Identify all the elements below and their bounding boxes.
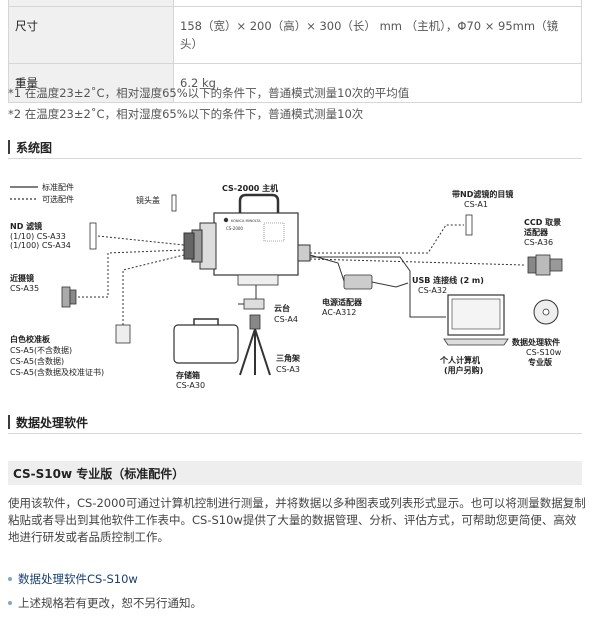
eyepiece-label: 带ND滤镜的目镜 [452,189,513,199]
legend-optional: 可选配件 [42,194,74,204]
spec-value: 158（宽）× 200（高）× 300（长） mm （主机），Φ70 × 95m… [173,5,582,64]
tripod-model: CS-A3 [276,365,300,374]
nd-filter-label: ND 滤镜 [10,221,42,231]
pan-head-icon [238,298,265,310]
nd-filter-icon [89,222,97,250]
main-unit-label: CS-2000 主机 [222,183,278,193]
pan-head-label: 云台 [274,303,290,313]
software-disc-icon [533,299,559,325]
adapter-model: AC-A312 [322,308,356,317]
software-label-2: CS-S10w [526,348,562,357]
ac-adapter-icon [309,254,409,290]
nd-filter-2: (1/100) CS-A34 [10,241,71,250]
software-label-3: 专业版 [528,357,552,367]
spec-row-size: 尺寸 158（宽）× 200（高）× 300（长） mm （主机），Φ70 × … [8,5,582,64]
adapter-label: 电源适配器 [322,297,363,307]
system-diagram: 标准配件 可选配件 镜头盖 CS-2000 主机 KONICA MINOLTA … [8,175,582,400]
legend-standard: 标准配件 [42,182,74,192]
ccd-label-1: CCD 取景 [524,217,561,227]
camera-model-text: CS-2000 [226,226,243,231]
nd-filter-1: (1/10) CS-A33 [10,232,66,241]
software-link[interactable]: 数据处理软件CS-S10w [18,572,138,586]
footnote-2: *2 在温度23±2˚C，相对湿度65%以下的条件下，普通模式测量10次 [8,107,364,121]
section-title: 系统图 [16,141,53,155]
white-plate-1: CS-A5(不含数据) [10,345,72,355]
section-header-software: 数据处理软件 [8,412,582,434]
software-box: CS-S10w 专业版（标准配件） [8,461,582,485]
list-item: 数据处理软件CS-S10w [8,570,586,594]
tripod-label: 三角架 [276,353,300,363]
white-plate-3: CS-A5(含数据及校准证书) [10,367,104,377]
white-plate-2: CS-A5(含数据) [10,356,64,366]
bullet-icon [8,601,12,605]
white-plate-icon [115,324,131,344]
ccd-model: CS-A36 [524,238,553,247]
camera-icon: KONICA MINOLTA CS-2000 [183,193,311,286]
tripod-icon [239,314,271,376]
spec-value: 6.2 kg [173,62,582,103]
ccd-adapter-icon [527,254,563,276]
pc-label-2: (用户另购) [444,365,483,375]
closeup-lens-model: CS-A35 [10,284,39,293]
section-marker [8,140,10,154]
usb-model: CS-A32 [418,286,447,295]
spec-label: 尺寸 [8,5,174,64]
eyepiece-model: CS-A1 [464,200,488,209]
closeup-lens-icon [61,286,71,308]
pc-icon [443,294,509,346]
ccd-label-2: 适配器 [524,227,549,237]
footnote-1: *1 在温度23±2˚C，相对湿度65%以下的条件下，普通模式测量10次的平均值 [8,86,410,100]
lens-cap-icon [171,194,177,212]
lens-cap-label: 镜头盖 [136,195,160,205]
bullet-icon [8,577,12,581]
spec-table: 尺寸 158（宽）× 200（高）× 300（长） mm （主机），Φ70 × … [8,0,582,103]
white-plate-label: 白色校准板 [10,334,51,344]
usb-cable-line [310,256,446,318]
section-header-system: 系统图 [8,137,582,159]
usb-label: USB 连接线 (2 m) [412,275,484,285]
software-description: 使用该软件，CS-2000可通过计算机控制进行测量，并将数据以多种图表或列表形式… [8,496,586,544]
case-icon [173,318,239,364]
system-diagram-svg: 标准配件 可选配件 镜头盖 CS-2000 主机 KONICA MINOLTA … [10,182,563,390]
section-title: 数据处理软件 [16,416,89,430]
closeup-lens-label: 近摄镜 [10,273,34,283]
camera-brand: KONICA MINOLTA [231,219,261,223]
pan-head-model: CS-A4 [274,315,298,324]
pc-label-1: 个人计算机 [439,355,480,365]
footnotes: *1 在温度23±2˚C，相对湿度65%以下的条件下，普通模式测量10次的平均值… [8,84,588,126]
case-label: 存储箱 [175,370,200,380]
eyepiece-icon [465,214,473,236]
spec-label: 重量 [8,62,174,103]
spec-row-weight: 重量 6.2 kg [8,62,582,103]
software-label-1: 数据处理软件 [512,337,560,347]
list-item: 上述规格若有更改，恕不另行通知。 [8,594,586,618]
case-model: CS-A30 [176,381,205,390]
notice-text: 上述规格若有更改，恕不另行通知。 [18,596,202,610]
bullet-list: 数据处理软件CS-S10w 上述规格若有更改，恕不另行通知。 [8,570,586,618]
software-box-title: CS-S10w 专业版（标准配件） [13,467,185,481]
section-marker [8,415,10,429]
